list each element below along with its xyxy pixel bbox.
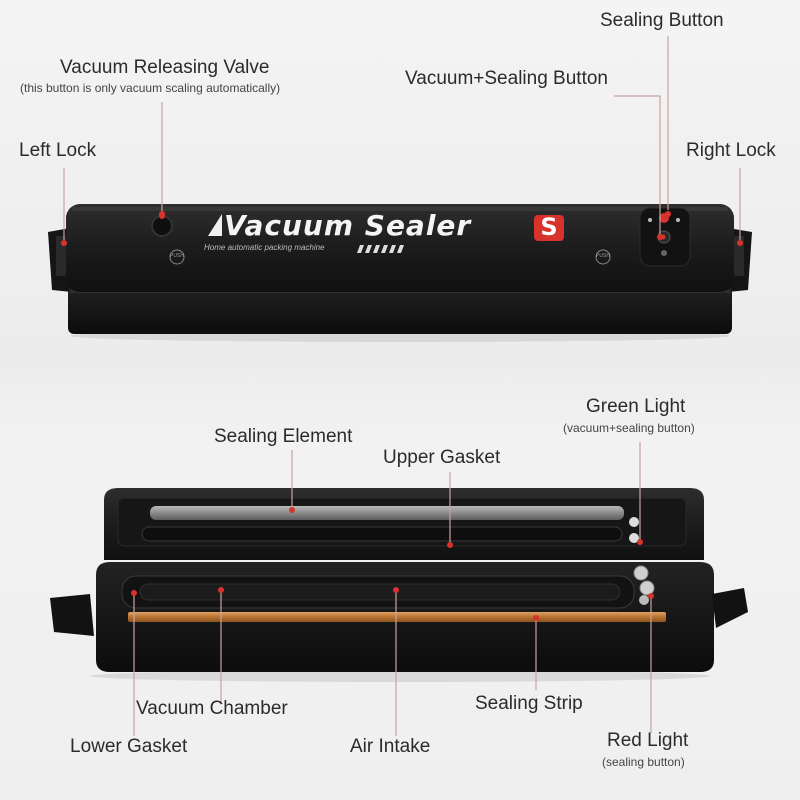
left-lock-label: Left Lock bbox=[19, 140, 97, 161]
vacuum-releasing-valve-note: (this button is only vacuum scaling auto… bbox=[20, 81, 281, 95]
green-light-label: Green Light bbox=[586, 396, 686, 417]
sealing-strip-label: Sealing Strip bbox=[475, 693, 583, 714]
sealing-element bbox=[150, 506, 624, 520]
air-intake-label: Air Intake bbox=[350, 736, 431, 757]
markers bbox=[61, 211, 743, 621]
open-right-lock[interactable] bbox=[712, 588, 748, 628]
closed-device bbox=[48, 204, 752, 342]
open-device bbox=[50, 488, 748, 682]
vacuum-chamber-label: Vacuum Chamber bbox=[136, 698, 288, 719]
device-tagline: Home automatic packing machine bbox=[204, 243, 325, 252]
sealing-element-label: Sealing Element bbox=[214, 426, 353, 447]
right-lock-label: Right Lock bbox=[686, 140, 776, 161]
push-label-right: PUSH bbox=[596, 253, 610, 259]
red-light-note: (sealing button) bbox=[602, 755, 685, 769]
brand-badge: S bbox=[540, 213, 558, 241]
green-light-note: (vacuum+sealing button) bbox=[563, 421, 695, 435]
brand-text: Vacuum Sealer bbox=[224, 209, 472, 242]
sealing-button-label: Sealing Button bbox=[600, 10, 724, 31]
upper-gasket-label: Upper Gasket bbox=[383, 447, 501, 468]
sealing-strip bbox=[128, 612, 666, 622]
red-light-label: Red Light bbox=[607, 730, 689, 751]
open-left-lock[interactable] bbox=[50, 594, 94, 636]
push-label-left: PUSH bbox=[170, 253, 184, 259]
leader-lines bbox=[63, 36, 741, 736]
vacuum-releasing-valve-label: Vacuum Releasing Valve bbox=[60, 57, 270, 78]
lower-gasket-label: Lower Gasket bbox=[70, 736, 188, 757]
vacuum-sealing-button-label: Vacuum+Sealing Button bbox=[405, 68, 608, 89]
upper-gasket bbox=[141, 526, 623, 542]
